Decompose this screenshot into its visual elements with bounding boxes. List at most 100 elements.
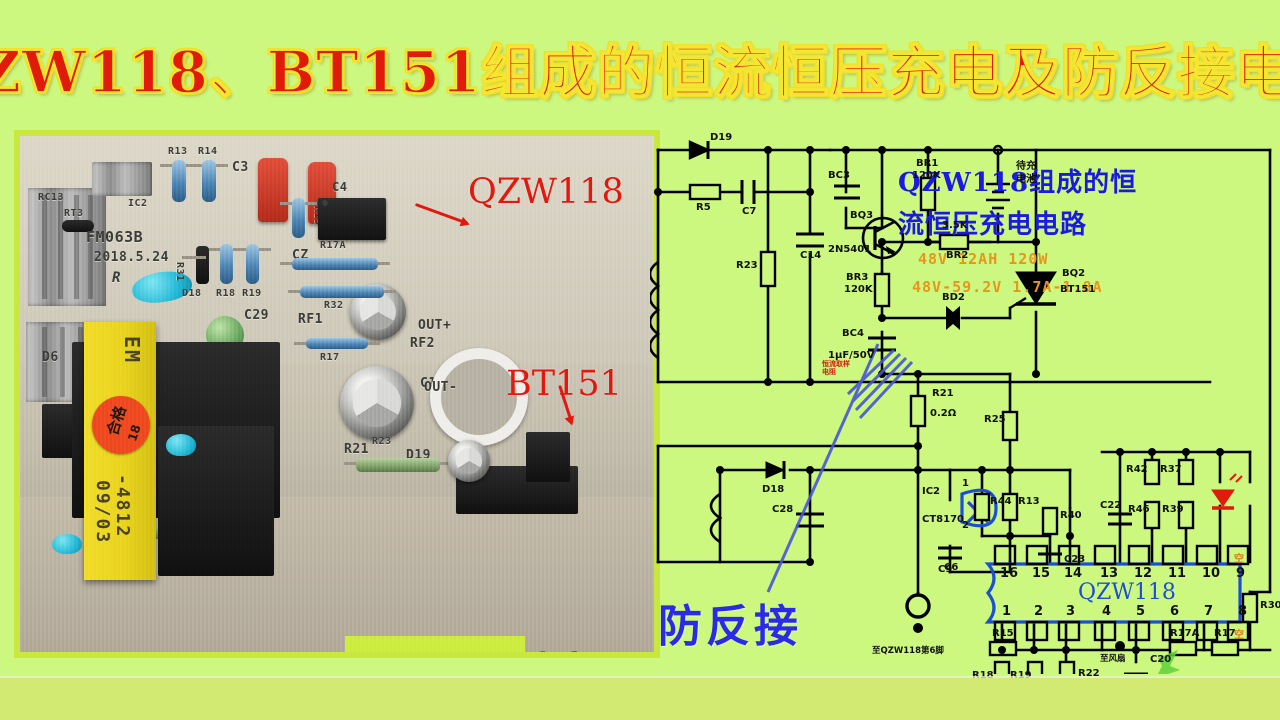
silk-r15: R15 [312,206,323,226]
redaction-patch [345,636,525,652]
silk-rc13: RC13 [38,192,64,203]
diode-d19-symbol [688,140,711,160]
transistor-bq3-symbol [861,216,905,260]
resistor-r23-symbol [759,250,777,288]
pin-1: 1 [1002,604,1012,619]
ic2-tab [92,162,152,196]
thermistor-rt3 [62,220,94,232]
label-bc3: BC3 [828,170,850,181]
silk-r21: R21 [344,442,369,457]
schematic-spec-line1: 48V 12AH 120W [918,250,1049,268]
pin-15: 15 [1032,566,1051,581]
blue-cap-low [52,534,82,554]
callout-pointer-lines [766,343,914,593]
label-to-fan: 至风扇 [1100,654,1126,664]
silk-ic2: IC2 [128,198,148,209]
resistor-r25-symbol [1001,410,1019,442]
label-ic2: IC2 [922,486,941,497]
pin-10: 10 [1202,566,1221,581]
resistor-br3-symbol [873,272,891,308]
silk-c4: C4 [332,180,347,194]
electrolytic-cap-out [448,440,490,482]
qc-sticker: 合格 18 [92,396,150,454]
label-br1-value: 120K [912,170,941,181]
led-indicator-symbol [1211,473,1243,510]
silk-r18-r19: R18 R19 [216,288,262,299]
label-bq3-value: 2N5401 [828,244,872,255]
label-r25: R25 [984,414,1006,425]
silk-c3: C3 [232,160,249,175]
transformer-code-2: 09/03 [92,480,113,544]
schematic-svg [650,140,1272,674]
resistor-r19 [234,244,271,284]
pin-9: 9 [1236,566,1246,581]
bottom-divider [0,676,1280,678]
resistor-r17a [280,258,390,270]
label-d18: D18 [762,484,785,495]
terminal-to-pin6 [905,592,931,633]
callout-anti-reverse: 防反接 [658,601,802,652]
pin-7: 7 [1204,604,1214,619]
circuit-schematic: QZW118组成的恒 流恒压充电电路 48V 12AH 120W 48V-59.… [650,122,1280,681]
resistor-r23 [344,458,452,472]
pin-3: 3 [1066,604,1076,619]
label-bc4: BC4 [842,328,864,339]
label-r17: R17 [1214,628,1236,639]
label-r13: R13 [1018,496,1040,507]
green-accent-arrow [1158,650,1180,674]
capacitor-c7-symbol [740,180,756,204]
photo-annotation-qzw118: QZW118 [468,172,624,212]
pin-8: 8 [1238,604,1248,619]
label-bq2: BQ2 [1062,268,1086,279]
label-c28: C28 [772,504,794,515]
label-c22: C22 [1100,500,1122,511]
silk-r13: R13 [168,146,188,157]
ic-chip-main [318,198,386,240]
label-c6: C6 [944,562,959,573]
fan-terminal-dot [1115,641,1125,651]
page-title-bar: QZW118、BT151组成的恒流恒压充电及防反接电路 [0,22,1280,114]
silk-r-logo: R [112,270,121,286]
label-ic2-pin2: 2 [962,520,969,531]
label-bc4-value: 1μF/50V [828,350,875,361]
label-r19: R19 [1010,670,1032,681]
silk-rf1: RF1 [298,312,323,327]
label-br1: BR1 [916,158,939,169]
pcb-board: IC2 RC13 RT3 FM063B 2018.5.24 R R13 R14 … [20,136,654,652]
label-c14: C14 [800,250,822,261]
resistor-r13-symbol [1001,492,1019,522]
photo-caption-charger: 充电器 [528,643,621,652]
capacitor-c14-symbol [796,232,824,248]
silk-r17: R17 [320,352,340,363]
label-r18: R18 [972,670,994,681]
pin-4: 4 [1102,604,1112,619]
label-sampling-resistor: 恒流取样电阻 [822,360,850,376]
resistor-r46-symbol [1143,500,1161,530]
pin-2: 2 [1034,604,1044,619]
transformer-tape: EM -4812 09/03 合格 18 [84,322,156,580]
capacitor-c28-symbol [796,512,824,528]
resistor-r5-symbol [688,183,722,201]
label-r44: R44 [990,496,1012,507]
label-to-pin6: 至QZW118第6脚 [872,646,944,656]
resistor-r32 [288,286,396,298]
resistor-r14 [190,160,228,202]
diode-d18 [196,246,209,284]
pin-9-unused: 空 [1234,554,1244,565]
junction-dots [654,146,1224,654]
label-r23: R23 [736,260,758,271]
silk-c29: C29 [244,308,269,323]
capacitor-bc4-symbol [868,336,896,352]
label-r5: R5 [696,202,711,213]
red-capacitor-1 [258,158,288,222]
resistor-r30-symbol [1241,592,1259,624]
pin-14: 14 [1064,566,1083,581]
silk-r23: R23 [372,436,392,447]
silk-rt3: RT3 [64,208,84,219]
resistor-r40-symbol [1041,506,1059,536]
label-ic2-value: CT8170 [922,514,964,525]
label-r21-value: 0.2Ω [930,408,957,419]
label-r21: R21 [932,388,954,399]
transformer-tape-text: EM [120,336,144,364]
silk-rf2: RF2 [410,336,435,351]
